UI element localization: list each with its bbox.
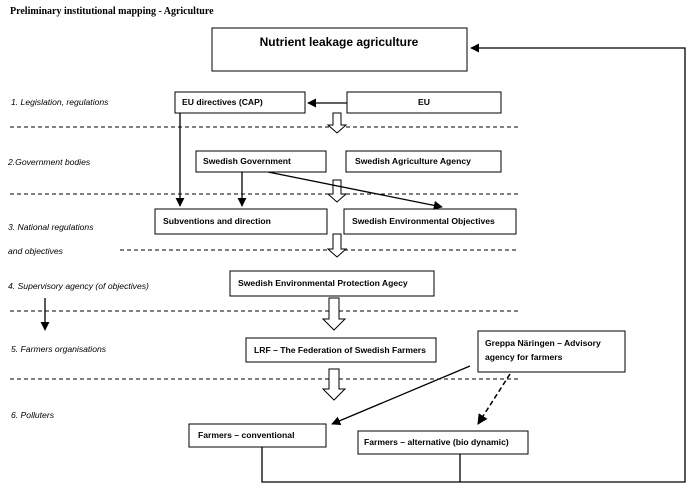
main-box-label: Nutrient leakage agriculture	[260, 35, 419, 49]
epa-box	[229, 270, 435, 297]
farmers-alternative-box	[357, 430, 529, 455]
level-3-label-line2: and objectives	[8, 246, 64, 256]
swedish-government-label: Swedish Government	[203, 156, 291, 166]
level-2-label: 2.Government bodies	[7, 157, 91, 167]
level-1-label: 1. Legislation, regulations	[11, 97, 109, 107]
eu-directives-label: EU directives (CAP)	[182, 97, 263, 107]
feedback-loop-arrow	[261, 43, 686, 483]
subventions-label: Subventions and direction	[163, 216, 271, 226]
level-4-label: 4. Supervisory agency (of objectives)	[8, 281, 149, 291]
greppa-naringen-label-line2: agency for farmers	[485, 352, 563, 362]
swedish-agriculture-agency-label: Swedish Agriculture Agency	[355, 156, 471, 166]
hollow-arrow-1	[326, 112, 348, 134]
lrf-box	[245, 337, 437, 363]
farmers-conventional-label: Farmers – conventional	[198, 430, 294, 440]
level-3-label-line1: 3. National regulations	[8, 222, 94, 232]
swedish-government-box	[195, 150, 327, 173]
arrow-greppa-to-farmers-conventional	[331, 365, 471, 426]
level-5-label: 5. Farmers organisations	[11, 344, 107, 354]
hollow-arrow-3	[326, 233, 348, 258]
arrow-greppa-to-farmers-alternative	[477, 373, 511, 425]
environmental-objectives-label: Swedish Environmental Objectives	[352, 216, 495, 226]
eu-directives-box	[174, 91, 306, 114]
eu-label: EU	[418, 97, 430, 107]
subventions-box	[154, 208, 328, 235]
hollow-arrow-4	[321, 297, 347, 331]
main-box	[211, 27, 468, 72]
farmers-alternative-label: Farmers – alternative (bio dynamic)	[364, 437, 509, 447]
epa-label: Swedish Environmental Protection Agecy	[238, 278, 408, 288]
arrow-government-to-environmental-objectives	[267, 171, 443, 210]
level-6-label: 6. Polluters	[11, 410, 55, 420]
farmers-conventional-box	[188, 423, 327, 448]
hollow-arrow-5	[321, 368, 347, 401]
swedish-agriculture-agency-box	[345, 150, 502, 173]
lrf-label: LRF – The Federation of Swedish Farmers	[254, 345, 426, 355]
greppa-naringen-label-line1: Greppa Näringen – Advisory	[485, 338, 601, 348]
hollow-arrow-2	[326, 179, 348, 203]
page-title: Preliminary institutional mapping - Agri…	[10, 6, 214, 17]
environmental-objectives-box	[343, 208, 517, 235]
greppa-naringen-box	[477, 330, 626, 373]
